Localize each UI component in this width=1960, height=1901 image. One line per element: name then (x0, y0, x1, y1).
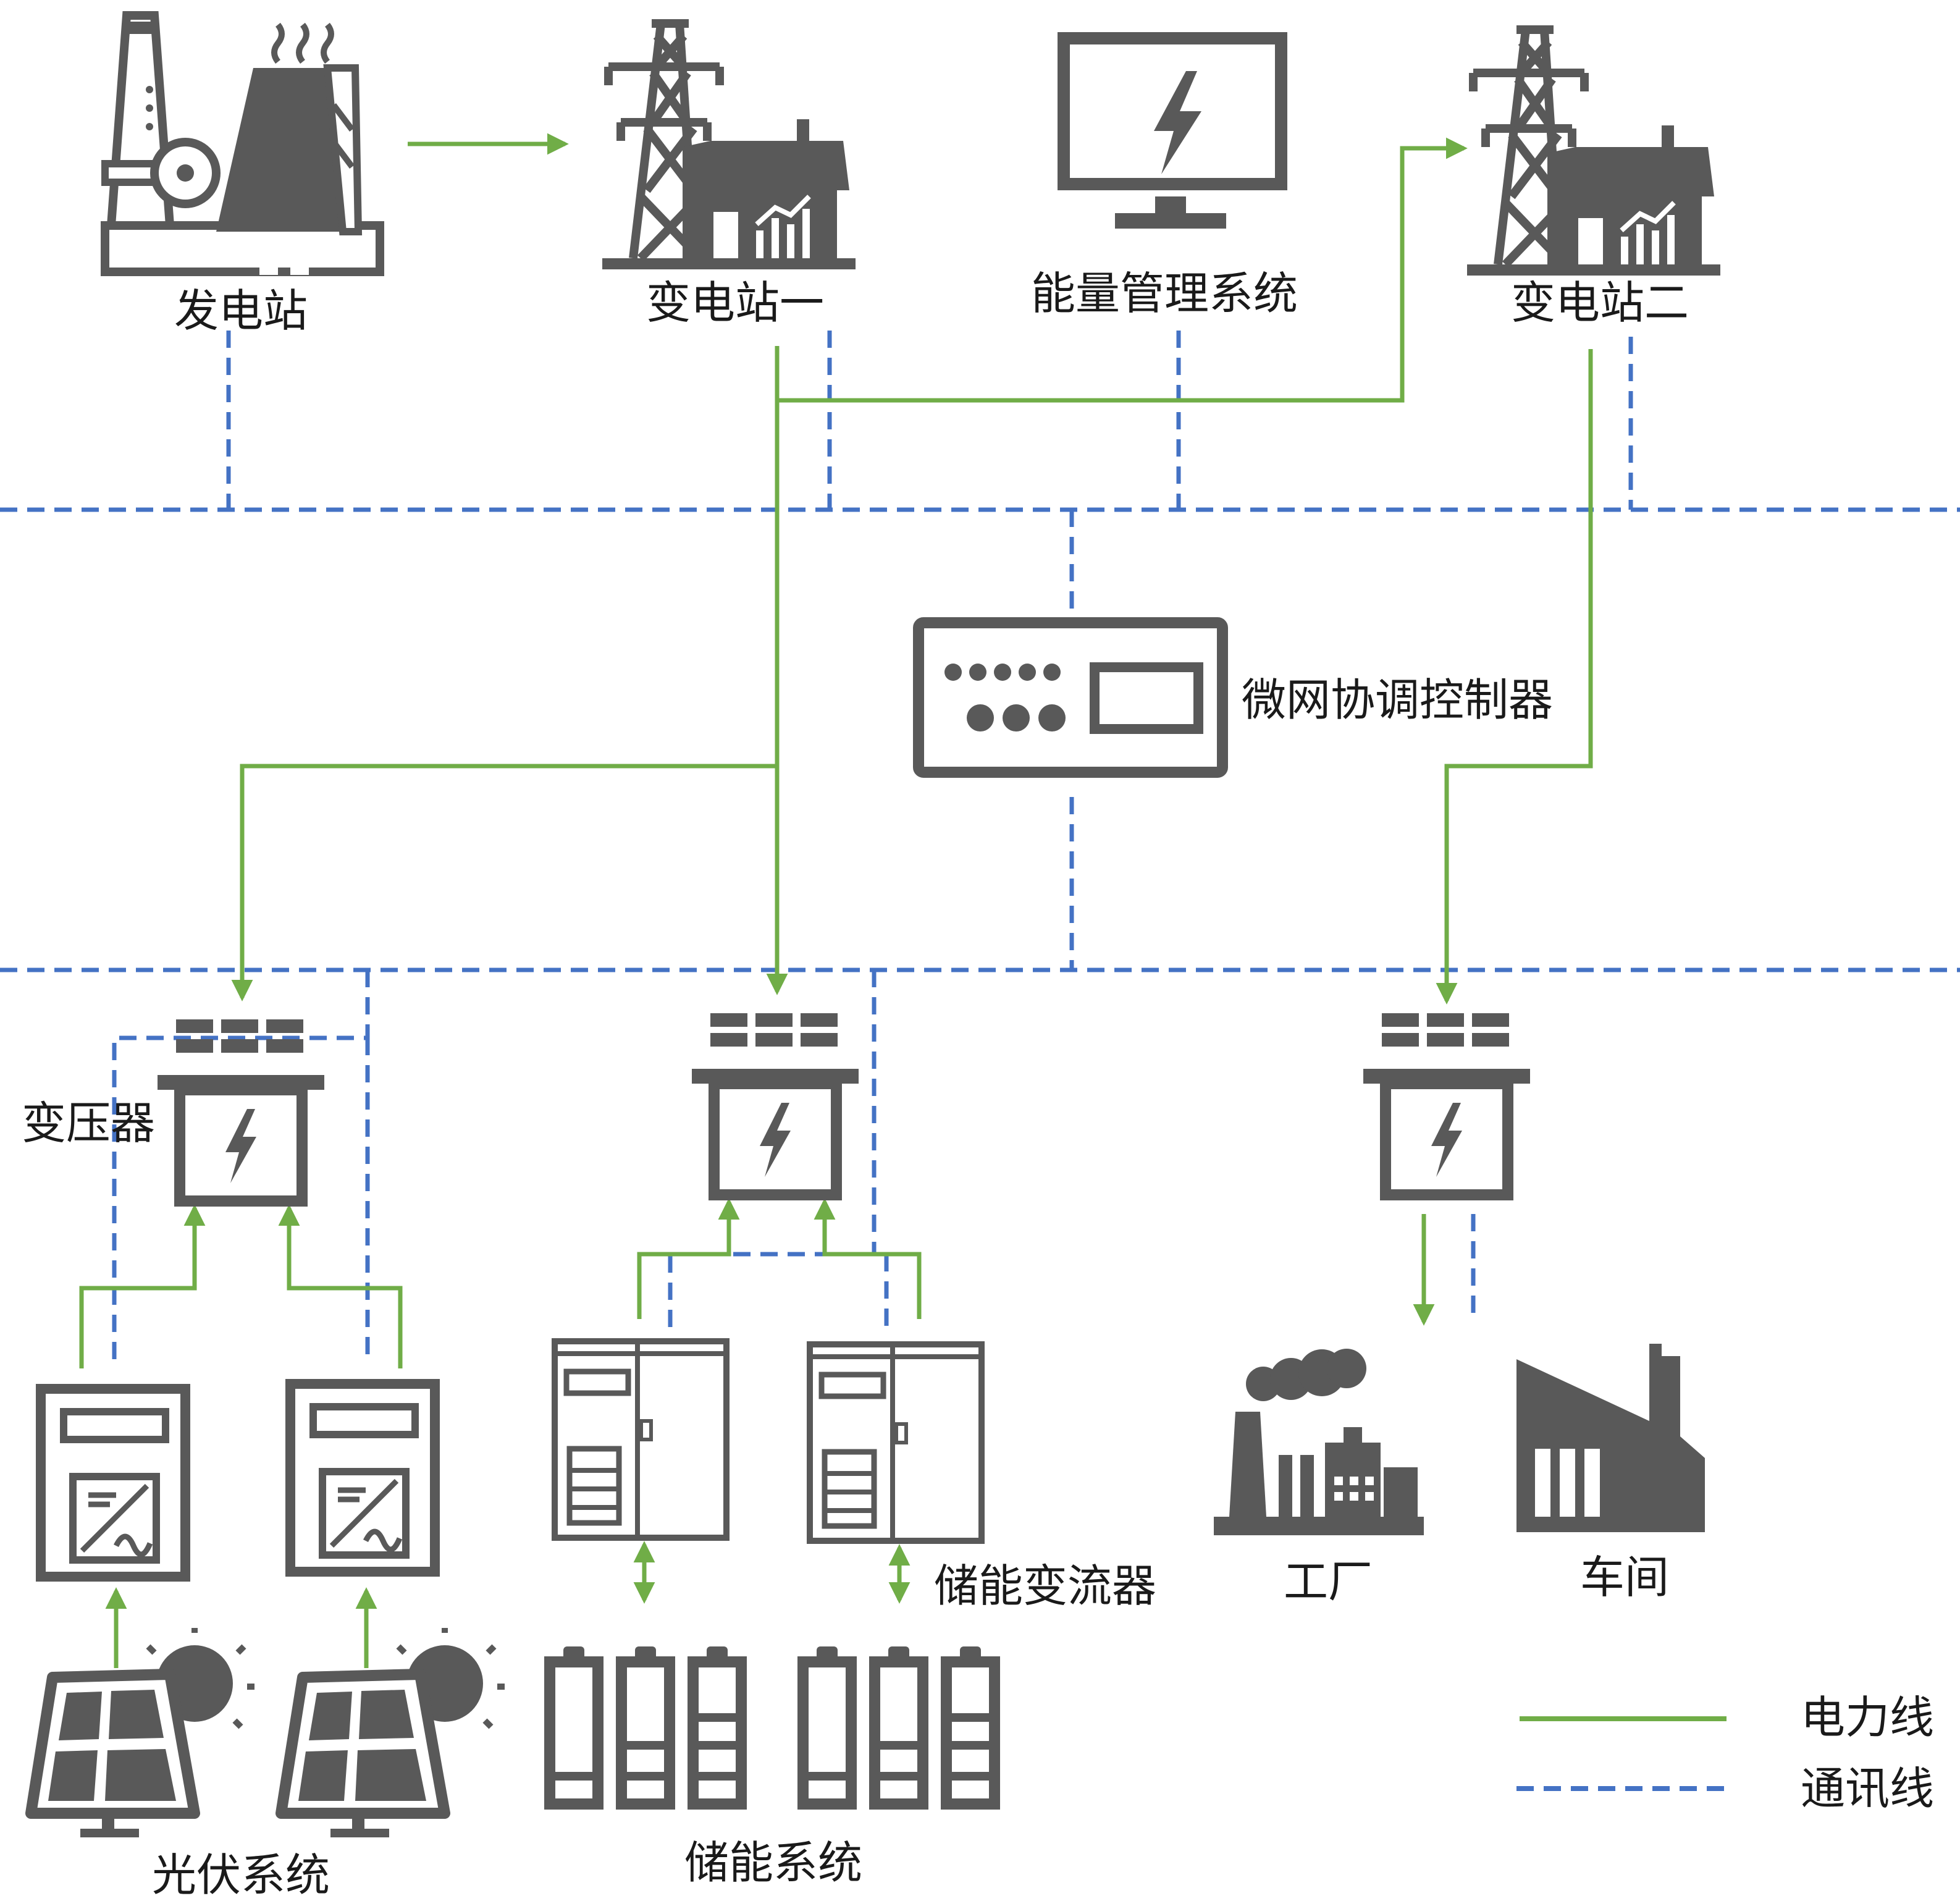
substation-two-icon (1467, 30, 1720, 276)
storage-converter-cabinet-icon (555, 1341, 726, 1538)
transformer-icon (692, 1013, 859, 1195)
factory-icon (1214, 1349, 1424, 1535)
pv-inverter-icon (41, 1389, 185, 1577)
ems-label: 能量管理系统 (1031, 268, 1298, 319)
power-plant-icon (101, 11, 384, 276)
workshop-label: 车间 (1580, 1551, 1669, 1603)
legend-comm-line-label: 通讯线 (1801, 1763, 1934, 1815)
battery-pack-icon (803, 1646, 995, 1804)
pv-inverter-icon (290, 1384, 435, 1572)
legend-power-line-label: 电力线 (1801, 1692, 1934, 1743)
workshop-icon (1516, 1344, 1705, 1532)
controller-panel-icon (913, 617, 1228, 778)
substation-one-icon (602, 23, 856, 269)
comm-lines (0, 331, 1960, 1365)
controller-label: 微网协调控制器 (1242, 674, 1553, 726)
transformer-label: 变压器 (22, 1097, 155, 1149)
storage-system-label: 储能系统 (684, 1837, 862, 1889)
solar-panel-sun-icon (281, 1627, 505, 1837)
battery-pack-icon (550, 1646, 741, 1804)
power-plant-label: 发电站 (174, 285, 308, 337)
transformer-icon (158, 1019, 324, 1201)
storage-converter-cabinet-icon (810, 1344, 982, 1541)
power-lines (79, 133, 1593, 1668)
factory-label: 工厂 (1284, 1556, 1373, 1608)
storage-converter-label: 储能变流器 (934, 1560, 1156, 1612)
pv-system-label: 光伏系统 (152, 1849, 330, 1901)
legend: 电力线 通讯线 (1516, 1692, 1934, 1815)
substation-two-label: 变电站二 (1511, 277, 1689, 329)
monitor-bolt-icon (1058, 32, 1287, 229)
transformer-icon (1363, 1013, 1530, 1195)
substation-one-label: 变电站一 (646, 277, 824, 329)
solar-panel-sun-icon (31, 1627, 254, 1837)
